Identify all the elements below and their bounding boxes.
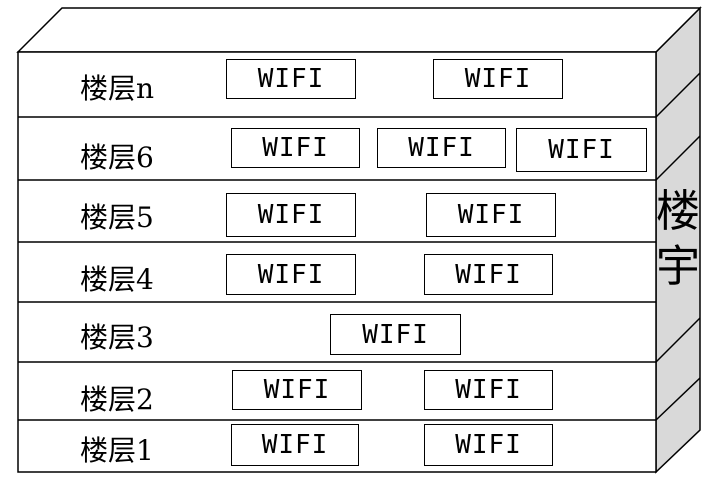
building-side-face xyxy=(655,6,701,474)
floor-label-6: 楼层6 xyxy=(80,141,154,174)
building-label-char-2: 宇 xyxy=(656,241,700,292)
wifi-box: WIFI xyxy=(424,370,553,410)
floor-label-5: 楼层5 xyxy=(80,201,154,234)
floor-label-3: 楼层3 xyxy=(80,321,154,354)
wifi-box: WIFI xyxy=(226,59,356,99)
building-top-face xyxy=(16,7,702,53)
wifi-box: WIFI xyxy=(226,254,356,295)
wifi-box: WIFI xyxy=(330,314,461,355)
floor-label-2: 楼层2 xyxy=(80,383,154,416)
wifi-box: WIFI xyxy=(424,424,553,466)
wifi-box: WIFI xyxy=(426,193,556,237)
wifi-box: WIFI xyxy=(231,424,359,466)
wifi-box: WIFI xyxy=(433,59,563,99)
floor-dividers xyxy=(18,116,656,421)
building-label-char-1: 楼 xyxy=(656,186,700,237)
wifi-box: WIFI xyxy=(231,128,360,168)
wifi-box: WIFI xyxy=(232,370,362,410)
wifi-box: WIFI xyxy=(516,128,647,172)
side-dividers xyxy=(655,72,701,421)
wifi-box: WIFI xyxy=(226,193,356,237)
floor-label-1: 楼层1 xyxy=(80,434,154,467)
wifi-box: WIFI xyxy=(424,254,553,295)
floor-label-4: 楼层4 xyxy=(80,263,154,296)
wifi-box: WIFI xyxy=(377,128,506,168)
floor-label-n: 楼层n xyxy=(80,72,155,105)
